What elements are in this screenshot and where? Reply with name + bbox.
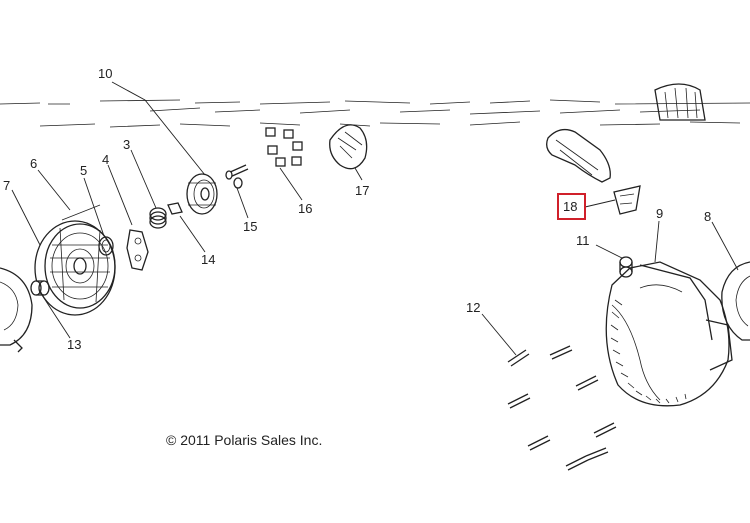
part-14-pin <box>167 202 183 215</box>
callout-15: 15 <box>243 219 257 234</box>
part-12-bolts <box>507 345 617 471</box>
part-16-fasteners <box>265 127 303 167</box>
callout-10: 10 <box>98 66 112 81</box>
callout-18-highlight-box <box>557 193 586 220</box>
upper-bracket <box>546 128 611 183</box>
part-5-ring <box>98 236 114 256</box>
callout-9: 9 <box>656 206 663 221</box>
callout-18: 18 <box>563 199 577 214</box>
callout-5: 5 <box>80 163 87 178</box>
top-parts-strip <box>0 83 750 128</box>
callout-6: 6 <box>30 156 37 171</box>
part-4-pawl <box>126 229 149 271</box>
callout-7: 7 <box>3 178 10 193</box>
copyright-notice: © 2011 Polaris Sales Inc. <box>166 432 323 448</box>
callout-11: 11 <box>576 233 590 248</box>
callout-12: 12 <box>466 300 480 315</box>
callout-3: 3 <box>123 137 130 152</box>
part-10-plate <box>186 173 218 215</box>
callout-labels: 7 6 5 4 3 10 14 15 16 17 13 18 11 9 8 12 <box>3 66 711 352</box>
callout-14: 14 <box>201 252 215 267</box>
part-7-dish <box>0 267 33 353</box>
callout-8: 8 <box>704 209 711 224</box>
part-11-knob <box>619 256 633 278</box>
callout-17: 17 <box>355 183 369 198</box>
leader-lines <box>11 81 739 356</box>
part-9-housing <box>605 261 733 407</box>
part-18-clip <box>613 185 641 215</box>
part-6-reel <box>34 204 116 316</box>
part-15-bolt <box>225 164 249 189</box>
callout-13: 13 <box>67 337 81 352</box>
part-17-bracket <box>329 124 368 170</box>
callout-4: 4 <box>102 152 109 167</box>
part-8-dish <box>721 261 750 341</box>
part-3-spring <box>149 207 167 229</box>
callout-16: 16 <box>298 201 312 216</box>
part-13-bushing <box>30 280 50 296</box>
